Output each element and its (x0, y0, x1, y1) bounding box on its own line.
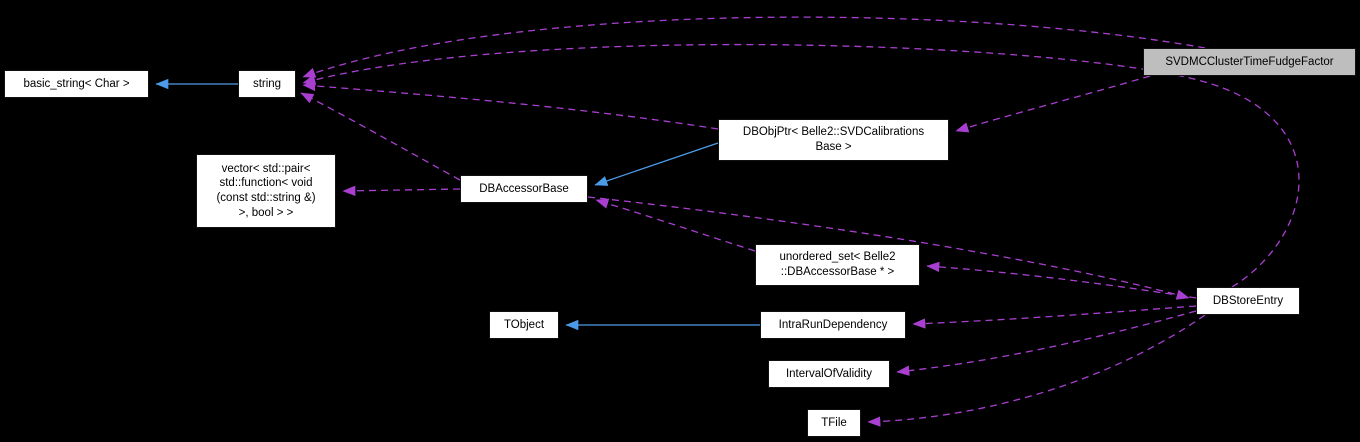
node-dbaccessorbase[interactable]: DBAccessorBase (460, 175, 588, 203)
node-intrarundependency[interactable]: IntraRunDependency (760, 311, 906, 339)
node-vector-label-line4: >, bool > > (238, 206, 294, 219)
edge-dbaccessorbase-to-dbstoreentry (587, 196, 1190, 300)
node-vector-pair-function[interactable]: vector< std::pair< std::function< void (… (196, 154, 336, 228)
node-dbobjptr-label-line1: DBObjPtr< Belle2::SVDCalibrations (742, 126, 925, 139)
node-vector-label-line1: vector< std::pair< (221, 162, 311, 175)
node-dbobjptr-label-line2: Base > (815, 141, 852, 153)
edge-dbaccessorbase-to-string (300, 92, 461, 181)
edge-dbstoreentry-to-unordered-set (926, 261, 1197, 299)
edge-svdmc-to-dbobjptr (955, 75, 1151, 133)
node-string[interactable]: string (238, 70, 296, 98)
node-vector-label-line3: (const std::string &) (216, 192, 316, 204)
node-tobject[interactable]: TObject (489, 311, 559, 339)
edge-dbstoreentry-to-string (302, 43, 1300, 288)
edge-svdmc-to-string (302, 16, 1206, 78)
edge-dbstoreentry-to-intrarundependency (912, 305, 1197, 329)
node-dbstoreentry-label: DBStoreEntry (1212, 294, 1284, 307)
node-dbaccessorbase-label: DBAccessorBase (479, 182, 569, 195)
edge-dbstoreentry-to-tfile (867, 314, 1206, 427)
node-basic-string-label: basic_string< Char > (23, 77, 130, 90)
node-unordered-set-label-line2: ::DBAccessorBase * > (780, 266, 895, 278)
node-svdmcclustertimefudgefactor-label: SVDMCClusterTimeFudgeFactor (1165, 55, 1334, 68)
node-vector-label-line2: std::function< void (219, 177, 313, 190)
node-intrarundependency-label: IntraRunDependency (778, 318, 888, 331)
edge-dbaccessorbase-to-vector (342, 185, 461, 196)
node-unordered-set[interactable]: unordered_set< Belle2 ::DBAccessorBase *… (755, 244, 920, 286)
node-basic-string[interactable]: basic_string< Char > (4, 70, 149, 98)
node-intervalofvalidity-label: IntervalOfValidity (785, 367, 873, 380)
edge-dbstoreentry-to-intervalofvalidity (896, 310, 1197, 376)
node-string-label: string (252, 77, 282, 90)
node-svdmcclustertimefudgefactor: SVDMCClusterTimeFudgeFactor (1143, 48, 1356, 76)
edge-unordered-set-to-dbaccessorbase (595, 198, 756, 252)
node-unordered-set-label-line1: unordered_set< Belle2 (779, 251, 896, 264)
edge-dbobjptr-to-string (302, 80, 719, 130)
edge-dbobjptr-to-dbaccessorbase (594, 142, 719, 186)
node-tfile[interactable]: TFile (807, 409, 861, 437)
node-dbobjptr[interactable]: DBObjPtr< Belle2::SVDCalibrations Base > (718, 119, 949, 161)
node-dbstoreentry[interactable]: DBStoreEntry (1196, 287, 1300, 315)
node-tfile-label: TFile (821, 416, 847, 429)
node-tobject-label: TObject (503, 318, 545, 331)
node-intervalofvalidity[interactable]: IntervalOfValidity (768, 360, 890, 388)
